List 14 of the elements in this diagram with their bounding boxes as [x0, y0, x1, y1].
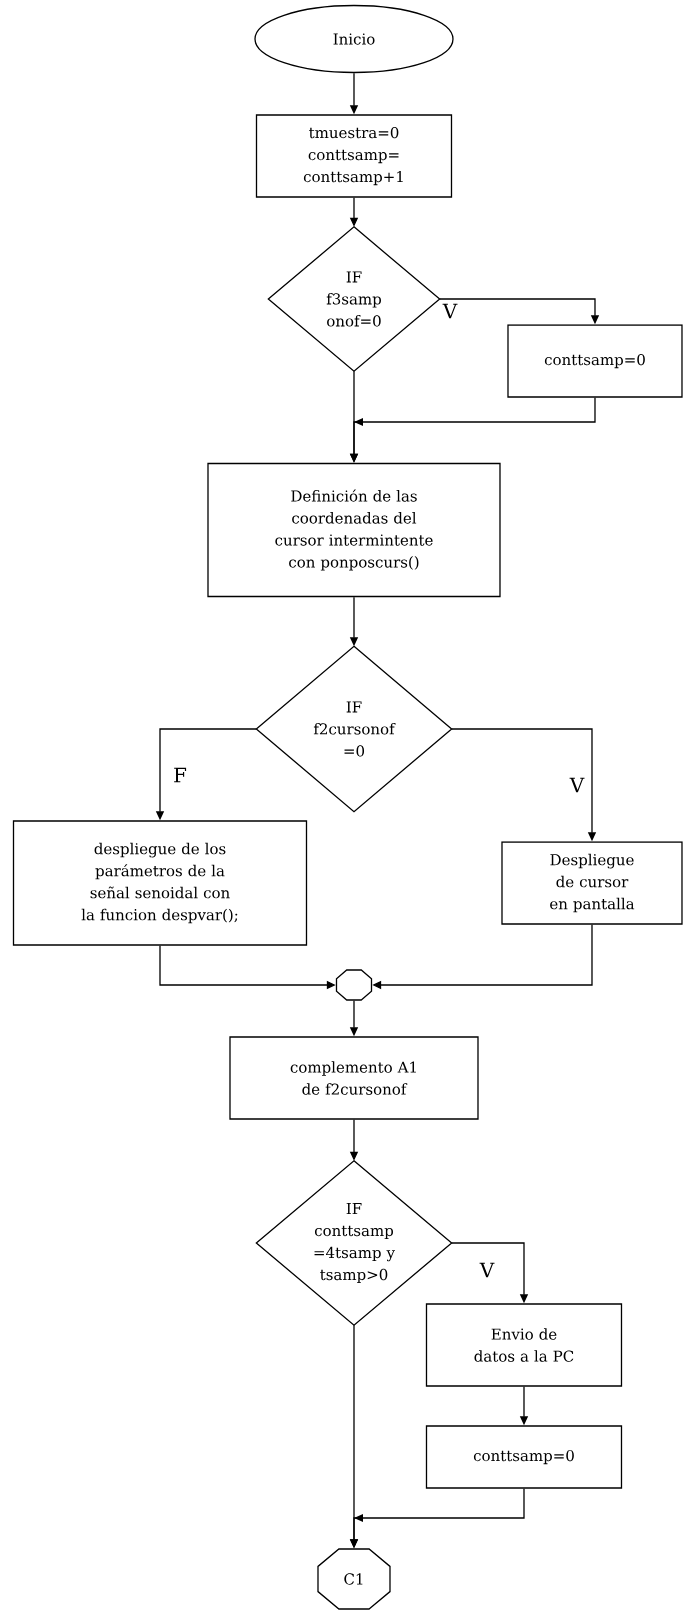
- connector-octagon: [335, 969, 373, 1001]
- process-box: conttsamp=0: [507, 324, 683, 398]
- process-box: complemento A1 de f2cursonof: [229, 1036, 479, 1120]
- process-box: Envio de datos a la PC: [425, 1303, 623, 1387]
- edge-label: V: [441, 302, 459, 320]
- process-box: tmuestra=0 conttsamp= conttsamp+1: [255, 114, 453, 198]
- process-box: conttsamp=0: [425, 1425, 623, 1489]
- edge-label: F: [172, 766, 188, 784]
- process-box: Definición de las coordenadas del cursor intermintente con ponposcurs(): [207, 462, 501, 598]
- edge-label: V: [568, 776, 586, 794]
- process-box: despliegue de los parámetros de la señal senoidal con la funcion despvar();: [12, 820, 308, 946]
- edge-label: V: [478, 1261, 496, 1279]
- process-box: Despliegue de cursor en pantalla: [501, 841, 683, 925]
- connector-octagon: C1: [317, 1548, 391, 1610]
